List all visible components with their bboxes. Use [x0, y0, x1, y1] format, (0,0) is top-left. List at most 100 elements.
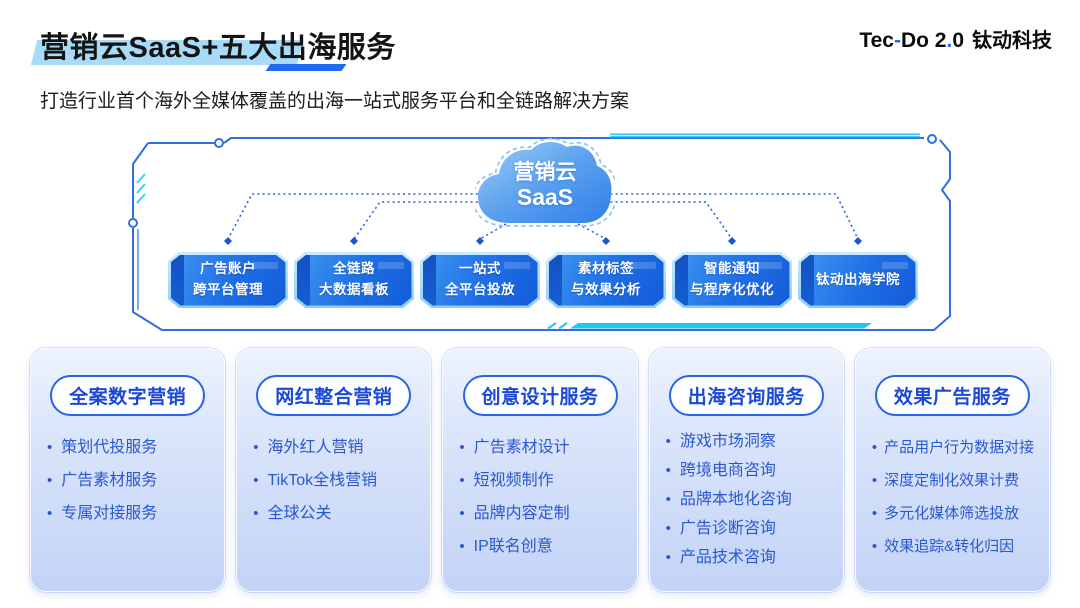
- list-item-label: 全球公关: [267, 505, 332, 522]
- card-title-badge: 效果广告服务: [874, 375, 1030, 416]
- module-box: 钛动出海学院: [801, 255, 916, 306]
- bullet-icon: •: [871, 439, 878, 456]
- module-label: 素材标签: [578, 261, 634, 277]
- list-item: • 短视频制作: [459, 471, 626, 491]
- cyan-bottom-bar: [570, 323, 872, 329]
- service-list: •策划代投服务 •广告素材服务 •专属对接服务: [31, 438, 224, 524]
- card-performance-ads: 效果广告服务 •产品用户行为数据对接 • 深度定制化效果计费 •多元化媒体筛选投放…: [854, 348, 1051, 592]
- bullet-icon: •: [253, 472, 259, 489]
- module-label: 钛动出海学院: [816, 271, 900, 287]
- module-box: 广告账户 跨平台管理: [171, 255, 286, 306]
- module-academy: 钛动出海学院: [798, 252, 918, 308]
- list-item-label: 跨境电商咨询: [679, 462, 776, 479]
- card-overseas-consulting: 出海咨询服务 • 游戏市场洞察 •跨境电商咨询 • 品牌本地化咨询 • 广告诊断咨询 …: [648, 348, 844, 592]
- card-influencer-marketing: 网红整合营销 • 海外红人营销 • TikTok全栈营销 • 全球公关: [236, 348, 432, 592]
- connector-arrowheads: [224, 237, 862, 245]
- bullet-icon: •: [665, 433, 671, 450]
- list-item: •产品用户行为数据对接: [872, 438, 1039, 458]
- bullet-icon: •: [665, 520, 671, 537]
- module-label: 全链路: [333, 261, 375, 277]
- list-item-label: IP联名创意: [473, 538, 553, 555]
- cyan-hash-marks-bottom: [547, 322, 568, 330]
- list-item: •专属对接服务: [47, 504, 214, 524]
- list-item: •策划代投服务: [47, 438, 214, 458]
- list-item-label: 海外红人营销: [267, 439, 364, 456]
- module-one-stop-delivery: 一站式 全平台投放: [420, 252, 540, 308]
- tech-frame-and-connectors: [128, 133, 951, 331]
- bullet-icon: •: [47, 439, 53, 456]
- module-box: 智能通知 与程序化优化: [675, 255, 790, 306]
- module-data-dashboard: 全链路 大数据看板: [294, 252, 414, 308]
- list-item-label: 效果追踪&转化归因: [884, 538, 1015, 555]
- logo-text: Tec: [859, 29, 894, 52]
- bullet-icon: •: [253, 439, 259, 456]
- list-item: • IP联名创意: [459, 537, 626, 557]
- list-item: • 深度定制化效果计费: [872, 471, 1039, 491]
- cloud-icon: [475, 137, 615, 227]
- list-item-label: 广告素材设计: [473, 439, 570, 456]
- cyan-top-accent-lines: [610, 133, 920, 138]
- service-list: • 海外红人营销 • TikTok全栈营销 • 全球公关: [237, 438, 430, 524]
- module-label: 跨平台管理: [193, 282, 263, 297]
- service-list: • 广告素材设计 • 短视频制作 •品牌内容定制 • IP联名创意: [443, 438, 636, 557]
- list-item: •跨境电商咨询: [666, 461, 833, 481]
- list-item-label: 广告诊断咨询: [679, 520, 776, 537]
- list-item: •效果追踪&转化归因: [872, 537, 1039, 557]
- bullet-icon: •: [459, 472, 465, 489]
- bullet-icon: •: [665, 549, 671, 566]
- list-item: • 全球公关: [253, 504, 420, 524]
- card-title-badge: 网红整合营销: [256, 375, 412, 416]
- frame-outline: [132, 137, 951, 331]
- list-item-label: TikTok全栈营销: [267, 472, 378, 489]
- list-item: • 产品技术咨询: [666, 548, 833, 568]
- list-item: •多元化媒体筛选投放: [872, 504, 1039, 524]
- list-item: • 游戏市场洞察: [666, 432, 833, 452]
- list-item-label: 品牌本地化咨询: [679, 491, 792, 508]
- list-item: • 广告诊断咨询: [666, 519, 833, 539]
- cloud-label: 营销云 SaaS: [475, 137, 615, 234]
- list-item: • 海外红人营销: [253, 438, 420, 458]
- module-label: 智能通知: [704, 261, 760, 277]
- title-underline-bar: [265, 64, 347, 71]
- module-label: 与效果分析: [571, 282, 641, 297]
- bullet-icon: •: [871, 505, 878, 522]
- saas-diagram: 营销云 SaaS 广告账户 跨平台管理 全链路 大数据看板 一站式 全平台投: [110, 133, 970, 335]
- module-label: 广告账户: [200, 261, 256, 277]
- bullet-icon: •: [871, 472, 878, 489]
- list-item-label: 产品技术咨询: [679, 549, 776, 566]
- list-item: •广告素材服务: [47, 471, 214, 491]
- logo-text: Do 2: [900, 29, 947, 52]
- bullet-icon: •: [253, 505, 259, 522]
- module-label: 大数据看板: [319, 282, 389, 297]
- service-list: •产品用户行为数据对接 •深度定制化效果计费 •多元化媒体筛选投放 •效果追踪&…: [856, 438, 1049, 557]
- card-digital-marketing: 全案数字营销 •策划代投服务 •广告素材服务 •专属对接服务: [30, 348, 226, 592]
- bullet-icon: •: [459, 439, 465, 456]
- module-box: 一站式 全平台投放: [423, 255, 538, 306]
- card-title-badge: 全案数字营销: [50, 375, 206, 416]
- frame-node-circle: [128, 218, 138, 228]
- list-item: • TikTok全栈营销: [253, 471, 420, 491]
- cloud-title-en: SaaS: [516, 184, 574, 211]
- bullet-icon: •: [665, 491, 671, 508]
- logo-hyphen: -: [893, 29, 901, 52]
- service-list: • 游戏市场洞察 •跨境电商咨询 • 品牌本地化咨询 • 广告诊断咨询 • 产品技术咨询: [650, 432, 843, 568]
- module-label: 全平台投放: [445, 282, 515, 297]
- bullet-icon: •: [459, 538, 465, 555]
- card-creative-design: 创意设计服务 • 广告素材设计 • 短视频制作 •品牌内容定制 • IP联名创意: [442, 348, 638, 592]
- cloud-title-cn: 营销云: [513, 161, 577, 185]
- bullet-icon: •: [47, 472, 53, 489]
- bullet-icon: •: [47, 505, 53, 522]
- list-item: •品牌内容定制: [459, 504, 626, 524]
- card-title-badge: 创意设计服务: [462, 375, 618, 416]
- list-item-label: 游戏市场洞察: [679, 433, 776, 450]
- logo-text: 0: [952, 29, 964, 52]
- list-item-label: 短视频制作: [473, 472, 554, 489]
- page-subtitle: 打造行业首个海外全媒体覆盖的出海一站式服务平台和全链路解决方案: [40, 91, 630, 112]
- card-title-badge: 出海咨询服务: [668, 375, 824, 416]
- module-box: 全链路 大数据看板: [297, 255, 412, 306]
- list-item-label: 深度定制化效果计费: [884, 472, 1020, 489]
- list-item: • 广告素材设计: [459, 438, 626, 458]
- frame-node-circle: [927, 134, 937, 144]
